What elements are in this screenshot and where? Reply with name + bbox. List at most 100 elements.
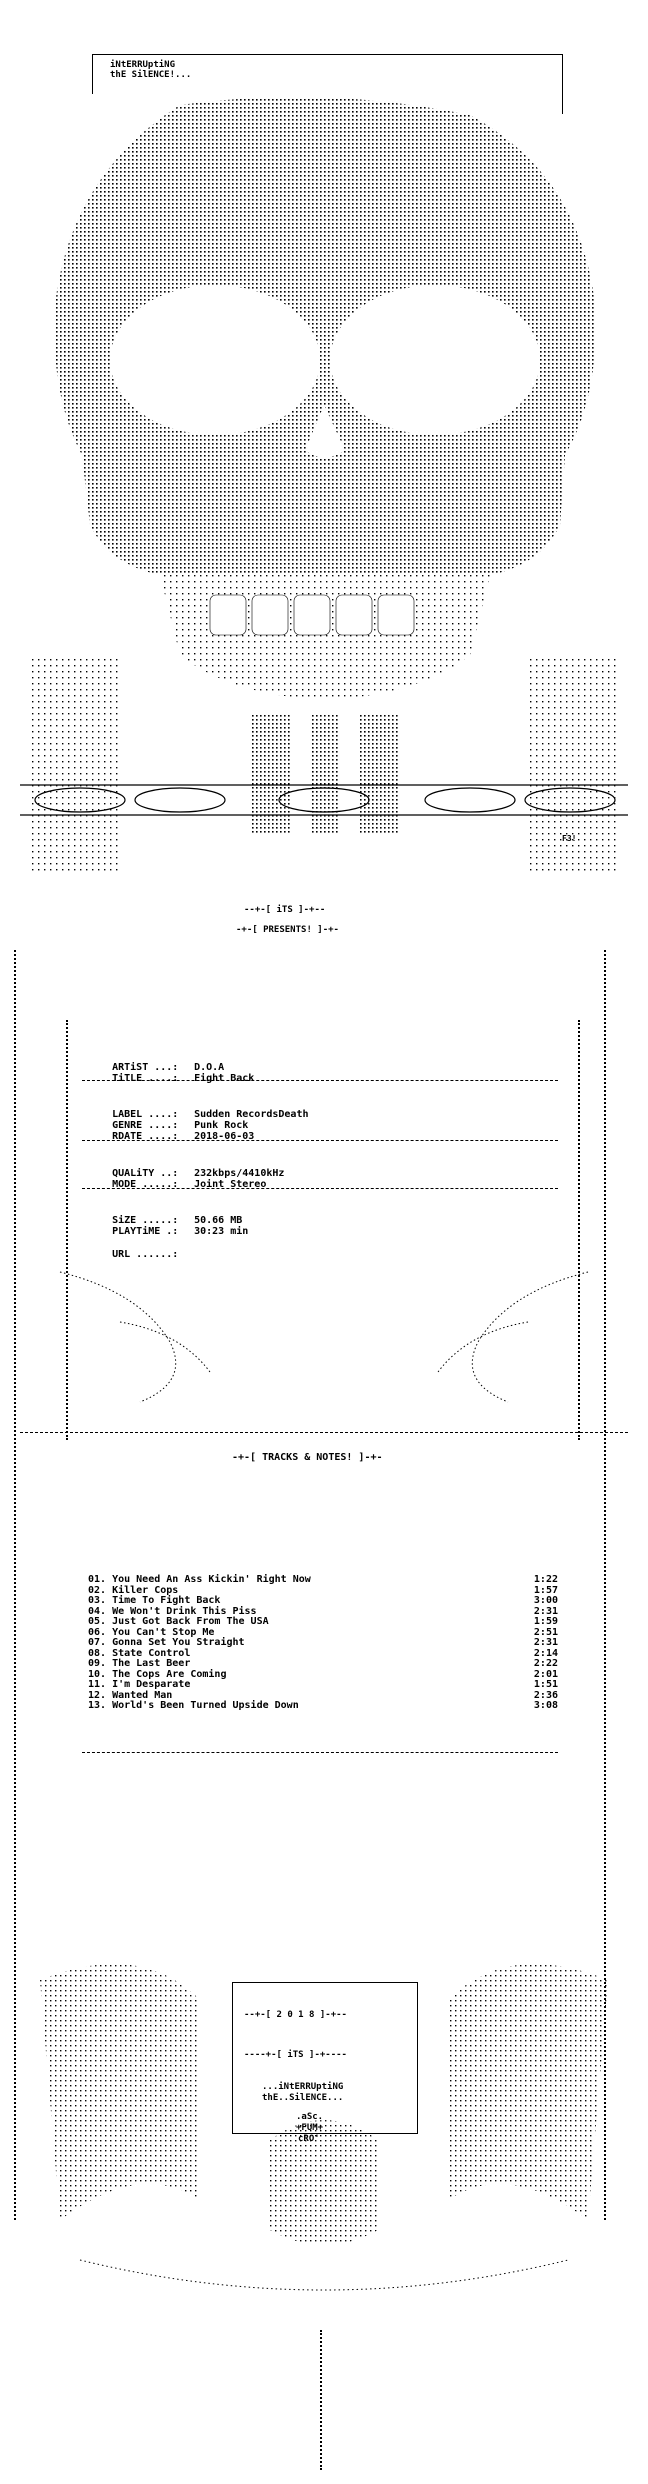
track-time: 1:57 bbox=[533, 1584, 558, 1596]
url-row: URL ......: bbox=[88, 1238, 194, 1271]
track-row: 11. I'm Desparate 1:51 bbox=[88, 1679, 558, 1691]
chain-tag: F3! bbox=[562, 834, 577, 843]
tracks-divider-bottom bbox=[82, 1752, 558, 1753]
artist-row: ARTiST ...: D.O.A bbox=[88, 1051, 224, 1084]
track-title: 10. The Cops Are Coming bbox=[88, 1668, 227, 1680]
playtime-row: PLAYTiME .: 30:23 min bbox=[88, 1215, 248, 1248]
banner-presents: -+-[ PRESENTS! ]-+- bbox=[236, 925, 339, 935]
track-row: 07. Gonna Set You Straight 2:31 bbox=[88, 1637, 558, 1649]
playtime-value: 30:23 min bbox=[194, 1226, 249, 1237]
track-title: 13. World's Been Turned Upside Down bbox=[88, 1700, 299, 1711]
genre-label: GENRE ....: bbox=[112, 1120, 179, 1131]
banner-its: --+-[ iTS ]-+-- bbox=[244, 905, 326, 915]
track-time: 2:31 bbox=[533, 1637, 558, 1648]
genre-row: GENRE ....: Punk Rock bbox=[88, 1109, 248, 1142]
scroll-ascii-art bbox=[20, 1262, 628, 1422]
frame-left-inner-dots bbox=[66, 1020, 72, 1440]
header-group-line2: thE SilENCE!... bbox=[110, 70, 192, 80]
artist-value: D.O.A bbox=[194, 1062, 225, 1073]
track-time: 2:36 bbox=[533, 1689, 558, 1701]
url-label: URL ......: bbox=[112, 1249, 179, 1260]
track-row: 10. The Cops Are Coming 2:01 bbox=[88, 1668, 558, 1681]
track-title: 11. I'm Desparate bbox=[88, 1679, 191, 1690]
footer-box bbox=[232, 1982, 418, 2134]
track-row: 06. You Can't Stop Me 2:51 bbox=[88, 1626, 558, 1639]
track-list: 01. You Need An Ass Kickin' Right Now 1:2… bbox=[88, 1574, 558, 1712]
footer-credit1: .aSc. bbox=[296, 2112, 324, 2122]
mode-label: MODE .....: bbox=[112, 1179, 179, 1190]
track-title: 08. State Control bbox=[88, 1647, 191, 1659]
label-value: Sudden RecordsDeath bbox=[194, 1109, 309, 1120]
footer-year: --+-[ 2 0 1 8 ]-+-- bbox=[244, 2010, 347, 2020]
footer-credit3: cRO' bbox=[298, 2134, 320, 2144]
header-left-rule bbox=[92, 54, 93, 94]
tail-rule bbox=[320, 2330, 323, 2470]
frame-left-dots bbox=[14, 950, 46, 2220]
track-row: 09. The Last Beer 2:22 bbox=[88, 1658, 558, 1670]
tracks-section-title: -+-[ TRACKS & NOTES! ]-+- bbox=[232, 1452, 383, 1463]
tracks-divider-top bbox=[20, 1432, 628, 1433]
track-title: 01. You Need An Ass Kickin' Right Now bbox=[88, 1574, 311, 1585]
track-time: 2:14 bbox=[533, 1647, 558, 1659]
footer-its: ----+-[ iTS ]-+---- bbox=[244, 2050, 347, 2060]
playtime-label: PLAYTiME .: bbox=[112, 1226, 179, 1237]
skull-illustration bbox=[20, 97, 628, 875]
genre-value: Punk Rock bbox=[194, 1120, 249, 1131]
track-title: 06. You Can't Stop Me bbox=[88, 1626, 215, 1638]
track-row: 08. State Control 2:14 bbox=[88, 1647, 558, 1660]
title-value: Fight Back bbox=[194, 1073, 255, 1084]
quality-value: 232kbps/4410kHz bbox=[194, 1168, 285, 1179]
footer-group-line1: ...iNtERRUptiNG bbox=[262, 2082, 344, 2092]
footer-group-line2: thE..SilENCE... bbox=[262, 2093, 344, 2103]
track-time: 2:31 bbox=[533, 1605, 558, 1617]
track-row: 12. Wanted Man 2:36 bbox=[88, 1689, 558, 1702]
track-time: 1:51 bbox=[533, 1679, 558, 1690]
size-value: 50.66 MB bbox=[194, 1215, 243, 1226]
rdate-value: 2018-06-03 bbox=[194, 1131, 255, 1142]
info-divider-1 bbox=[82, 1080, 558, 1081]
track-time: 1:22 bbox=[533, 1574, 558, 1585]
label-row: LABEL ....: Sudden RecordsDeath bbox=[88, 1098, 308, 1131]
track-time: 3:08 bbox=[533, 1700, 558, 1711]
track-title: 12. Wanted Man bbox=[88, 1689, 173, 1701]
track-title: 02. Killer Cops bbox=[88, 1584, 179, 1596]
track-time: 2:01 bbox=[533, 1668, 558, 1680]
track-time: 1:59 bbox=[533, 1616, 558, 1627]
track-time: 2:51 bbox=[533, 1626, 558, 1638]
track-row: 05. Just Got Back From The USA 1:59 bbox=[88, 1616, 558, 1628]
frame-right-dots bbox=[604, 950, 636, 2220]
frame-right-inner-dots bbox=[578, 1020, 584, 1440]
track-title: 05. Just Got Back From The USA bbox=[88, 1616, 269, 1627]
track-title: 09. The Last Beer bbox=[88, 1658, 191, 1669]
label-label: LABEL ....: bbox=[112, 1109, 179, 1120]
header-top-rule bbox=[92, 54, 562, 55]
quality-row: QUALiTY ..: 232kbps/4410kHz bbox=[88, 1157, 284, 1190]
track-row: 03. Time To Fight Back 3:00 bbox=[88, 1595, 558, 1607]
track-row: 02. Killer Cops 1:57 bbox=[88, 1584, 558, 1597]
title-row: TiTLE ....: Fight Back bbox=[88, 1062, 254, 1095]
track-row: 04. We Won't Drink This Piss 2:31 bbox=[88, 1605, 558, 1618]
header-right-rule bbox=[562, 54, 563, 114]
skull-ascii-art bbox=[20, 95, 628, 885]
title-label: TiTLE ....: bbox=[112, 1073, 179, 1084]
info-divider-3 bbox=[82, 1188, 558, 1189]
mode-row: MODE .....: Joint Stereo bbox=[88, 1168, 266, 1201]
track-title: 03. Time To Fight Back bbox=[88, 1595, 221, 1606]
footer-credit2: +FUM+ bbox=[296, 2123, 324, 2133]
info-divider-2 bbox=[82, 1140, 558, 1141]
footer-ascii-art bbox=[20, 1900, 628, 2320]
track-title: 04. We Won't Drink This Piss bbox=[88, 1605, 257, 1617]
track-row: 13. World's Been Turned Upside Down 3:08 bbox=[88, 1700, 558, 1712]
artist-label: ARTiST ...: bbox=[112, 1062, 179, 1073]
size-row: SiZE .....: 50.66 MB bbox=[88, 1204, 242, 1237]
header-group-line1: iNtERRUptiNG bbox=[110, 60, 176, 70]
rdate-row: RDATE ....: 2018-06-03 bbox=[88, 1120, 254, 1153]
rdate-label: RDATE ....: bbox=[112, 1131, 179, 1142]
track-time: 3:00 bbox=[533, 1595, 558, 1606]
size-label: SiZE .....: bbox=[112, 1215, 179, 1226]
track-time: 2:22 bbox=[533, 1658, 558, 1669]
mode-value: Joint Stereo bbox=[194, 1179, 267, 1190]
track-title: 07. Gonna Set You Straight bbox=[88, 1637, 245, 1648]
quality-label: QUALiTY ..: bbox=[112, 1168, 179, 1179]
